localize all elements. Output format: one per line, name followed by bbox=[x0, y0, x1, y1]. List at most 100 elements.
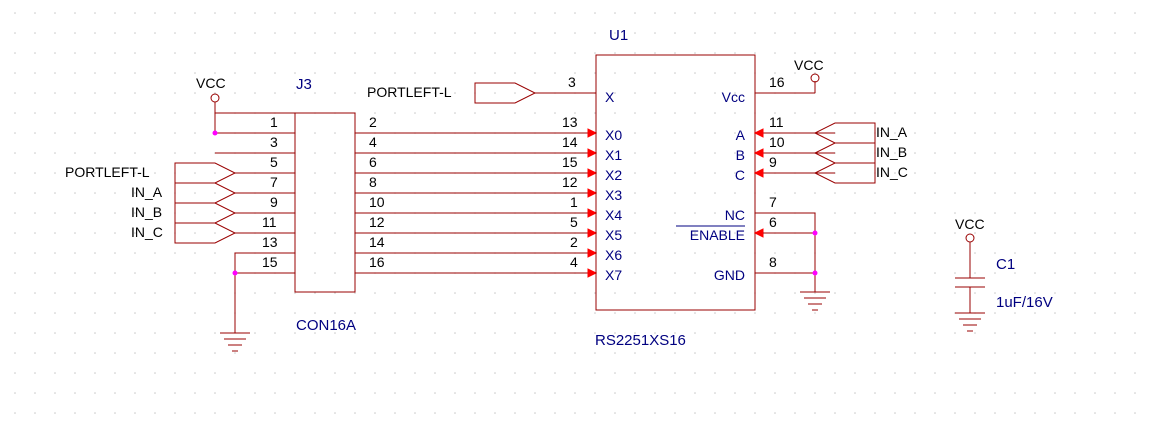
pin-number: 3 bbox=[270, 134, 278, 150]
input-arrow bbox=[753, 168, 764, 178]
pin-number: 8 bbox=[769, 254, 777, 270]
bus-wires bbox=[355, 128, 598, 278]
pin-number: 15 bbox=[562, 154, 578, 170]
pin-name: B bbox=[736, 147, 745, 163]
pin-name: X5 bbox=[605, 227, 622, 243]
pin-number: 1 bbox=[270, 114, 278, 130]
pin-number: 5 bbox=[570, 214, 578, 230]
pin-name: ENABLE bbox=[690, 227, 745, 243]
pin-number: 9 bbox=[769, 154, 777, 170]
connector-body bbox=[294, 112, 356, 293]
offpage-connector bbox=[174, 202, 237, 224]
pin-name: NC bbox=[725, 207, 745, 223]
pin-number: 11 bbox=[262, 214, 277, 230]
offpage-connector bbox=[474, 82, 537, 104]
pin-number: 16 bbox=[769, 74, 785, 90]
offpage-portleft-u1: PORTLEFT-L bbox=[367, 82, 596, 104]
net-label: PORTLEFT-L bbox=[65, 164, 150, 180]
input-arrow bbox=[587, 168, 598, 178]
junction-dot bbox=[212, 130, 218, 136]
offpage-connector bbox=[174, 162, 237, 184]
net-label: IN_C bbox=[131, 224, 163, 240]
vcc-symbol bbox=[810, 73, 820, 83]
pin-number: 16 bbox=[369, 254, 385, 270]
net-label: IN_A bbox=[131, 184, 163, 200]
pin-number: 2 bbox=[570, 234, 578, 250]
mux-u1: U1 RS2251XS16 3 13 14 15 12 1 5 2 4 X X0… bbox=[562, 27, 835, 349]
pin-number: 1 bbox=[570, 194, 578, 210]
net-wire bbox=[755, 212, 816, 233]
pin-name: X0 bbox=[605, 127, 622, 143]
mux-part: RS2251XS16 bbox=[595, 332, 686, 349]
pin-number: 15 bbox=[262, 254, 278, 270]
net-label: IN_C bbox=[876, 164, 908, 180]
pin-name: Vcc bbox=[722, 89, 745, 105]
vcc-label: VCC bbox=[196, 75, 226, 91]
capacitor-ref: C1 bbox=[996, 256, 1015, 273]
offpage-selects-u1: IN_A IN_B IN_C bbox=[813, 122, 908, 184]
input-arrow bbox=[587, 128, 598, 138]
pin-number: 6 bbox=[769, 214, 777, 230]
pin-number: 12 bbox=[369, 214, 385, 230]
pin-name: X6 bbox=[605, 247, 622, 263]
vcc-label: VCC bbox=[955, 216, 985, 232]
offpage-connector bbox=[174, 182, 237, 204]
net-label: IN_B bbox=[131, 204, 162, 220]
vcc-j3: VCC bbox=[196, 75, 235, 136]
input-arrow bbox=[587, 208, 598, 218]
connector-ref: J3 bbox=[296, 76, 312, 93]
pin-number: 11 bbox=[769, 114, 784, 130]
pin-name: GND bbox=[714, 267, 745, 283]
pin-number: 3 bbox=[568, 74, 576, 90]
pin-number: 9 bbox=[270, 194, 278, 210]
input-arrow bbox=[587, 268, 598, 278]
input-arrow bbox=[753, 128, 764, 138]
input-arrow bbox=[587, 248, 598, 258]
capacitor-value: 1uF/16V bbox=[996, 294, 1053, 311]
net-label: IN_B bbox=[876, 144, 907, 160]
junction-dot bbox=[232, 270, 238, 276]
gnd-u1 bbox=[800, 291, 830, 311]
pin-name: C bbox=[735, 167, 745, 183]
net-label: IN_A bbox=[876, 124, 908, 140]
pin-number: 6 bbox=[369, 154, 377, 170]
gnd-j3 bbox=[220, 252, 255, 352]
net-wire bbox=[234, 252, 255, 274]
pin-name: X2 bbox=[605, 167, 622, 183]
vcc-u1: VCC bbox=[794, 57, 824, 83]
pin-number: 12 bbox=[562, 174, 578, 190]
offpage-connector bbox=[813, 122, 876, 144]
pin-number: 7 bbox=[769, 194, 777, 210]
pin-number: 7 bbox=[270, 174, 278, 190]
pin-number: 8 bbox=[369, 174, 377, 190]
junction-dot bbox=[812, 270, 818, 276]
mux-body bbox=[595, 54, 756, 311]
mux-ref: U1 bbox=[609, 27, 628, 44]
net-label: PORTLEFT-L bbox=[367, 84, 452, 100]
pin-number: 10 bbox=[769, 134, 785, 150]
input-arrow bbox=[587, 188, 598, 198]
pin-number: 14 bbox=[369, 234, 385, 250]
pin-name: X4 bbox=[605, 207, 622, 223]
pin-name: X bbox=[605, 89, 615, 105]
offpage-j3: PORTLEFT-L IN_A IN_B IN_C bbox=[65, 162, 237, 244]
input-arrow bbox=[587, 228, 598, 238]
pin-number: 13 bbox=[262, 234, 278, 250]
pin-number: 10 bbox=[369, 194, 385, 210]
pin-number: 13 bbox=[562, 114, 578, 130]
pin-number: 4 bbox=[570, 254, 578, 270]
connector-j3: J3 CON16A 1 3 5 7 9 11 13 15 2 4 6 8 10 … bbox=[215, 76, 385, 334]
pin-name: X7 bbox=[605, 267, 622, 283]
pin-number: 14 bbox=[562, 134, 578, 150]
offpage-connector bbox=[813, 142, 876, 164]
junction-dot bbox=[812, 230, 818, 236]
pin-number: 2 bbox=[369, 114, 377, 130]
capacitor-c1: VCC C1 1uF/16V bbox=[955, 216, 1053, 332]
pin-name: X1 bbox=[605, 147, 622, 163]
input-arrow bbox=[587, 148, 598, 158]
pin-number: 5 bbox=[270, 154, 278, 170]
offpage-connector bbox=[174, 222, 237, 244]
pin-number: 4 bbox=[369, 134, 377, 150]
vcc-label: VCC bbox=[794, 57, 824, 73]
